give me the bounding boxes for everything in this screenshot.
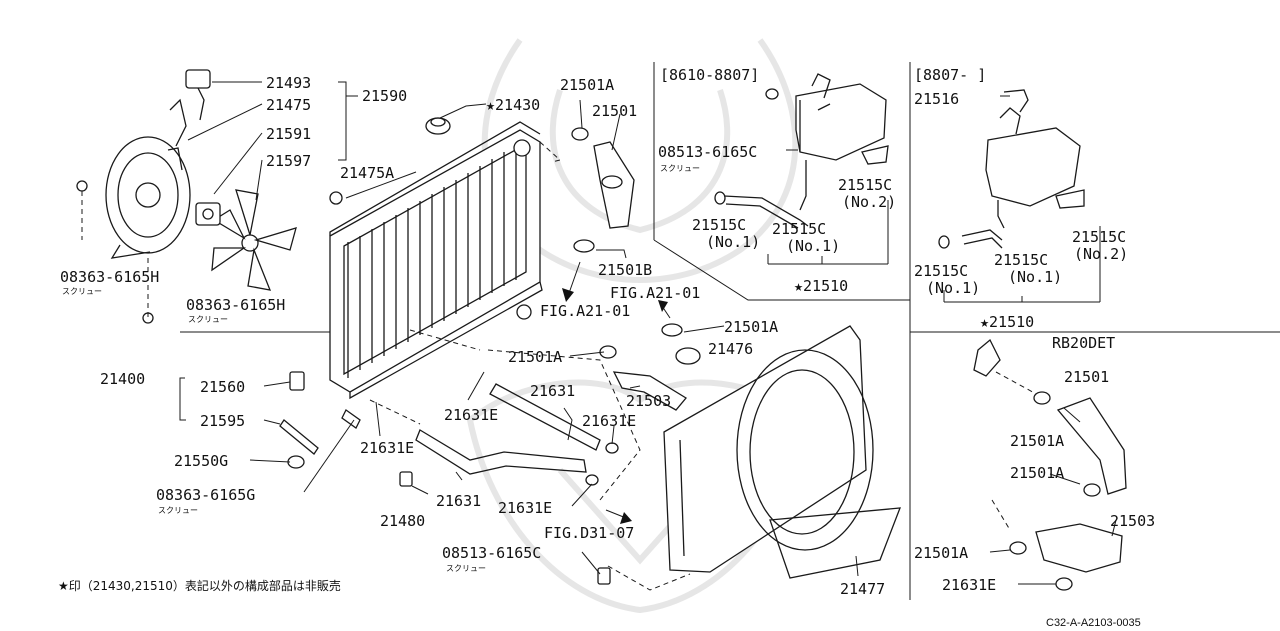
label-21516: 21516	[914, 90, 959, 108]
label-21501A-mid-r: 21501A	[724, 318, 778, 336]
diagram-code: C32-A-A2103-0035	[1046, 617, 1141, 629]
label-21501A-top: 21501A	[560, 76, 614, 94]
label-fig-d31: FIG.D31-07	[544, 524, 634, 542]
radiator-core	[329, 117, 543, 400]
label-08513-a: 08513-6165C	[658, 143, 757, 161]
label-21430: ★21430	[486, 96, 540, 114]
label-21510-b: ★21510	[980, 313, 1034, 331]
label-screw-a: スクリュー	[660, 164, 700, 173]
label-no1-d: (No.1)	[926, 279, 980, 297]
label-08513-b: 08513-6165C	[442, 544, 541, 562]
label-21480: 21480	[380, 512, 425, 530]
label-no2-a: (No.2)	[842, 193, 896, 211]
label-21501A-r1: 21501A	[1010, 432, 1064, 450]
label-21515C-no2-a: 21515C	[838, 176, 892, 194]
label-21560: 21560	[200, 378, 245, 396]
footnote: ★印（21430,21510）表記以外の構成部品は非販売	[58, 578, 341, 593]
label-screw-c: スクリュー	[188, 315, 228, 324]
label-rb20det: RB20DET	[1052, 334, 1115, 352]
label-21591: 21591	[266, 125, 311, 143]
label-fig-a21-a: FIG.A21-01	[610, 284, 700, 302]
upper-hose	[539, 99, 635, 259]
label-21476: 21476	[708, 340, 753, 358]
label-21477: 21477	[840, 580, 885, 598]
label-21501A-mid-l: 21501A	[508, 348, 562, 366]
panel-frame	[653, 62, 1280, 600]
label-21493: 21493	[266, 74, 311, 92]
label-08363H-b: 08363-6165H	[186, 296, 285, 314]
label-21631E-r: 21631E	[942, 576, 996, 594]
label-21631-mid: 21631	[530, 382, 575, 400]
label-no1-c: (No.1)	[1008, 268, 1062, 286]
label-08363H-a: 08363-6165H	[60, 268, 159, 286]
label-21515C-no1-b: 21515C	[772, 220, 826, 238]
label-range-2: [8807- ]	[914, 66, 986, 84]
lower-hose	[279, 323, 701, 591]
label-21631E-b: 21631E	[582, 412, 636, 430]
label-21590: 21590	[362, 87, 407, 105]
label-range-1: [8610-8807]	[660, 66, 759, 84]
rb20det-hose	[973, 338, 1127, 591]
label-21597: 21597	[266, 152, 311, 170]
label-21510-a: ★21510	[794, 277, 848, 295]
label-screw-e: スクリュー	[446, 564, 486, 573]
label-21550G: 21550G	[174, 452, 228, 470]
label-21503-mid: 21503	[626, 392, 671, 410]
label-21631E-d: 21631E	[498, 499, 552, 517]
label-21503-r: 21503	[1110, 512, 1155, 530]
label-21631E-a: 21631E	[444, 406, 498, 424]
label-no1-b: (No.1)	[786, 237, 840, 255]
leader-lines	[179, 95, 1117, 585]
fan-motor-assembly	[76, 69, 297, 324]
label-21595: 21595	[200, 412, 245, 430]
label-21501B: 21501B	[598, 261, 652, 279]
label-21515C-no2-b: 21515C	[1072, 228, 1126, 246]
label-21501-top: 21501	[592, 102, 637, 120]
label-21475: 21475	[266, 96, 311, 114]
label-21501A-r2: 21501A	[1010, 464, 1064, 482]
label-no2-b: (No.2)	[1074, 245, 1128, 263]
fan-shroud	[663, 325, 901, 579]
reservoir-tank-b	[938, 89, 1101, 303]
label-fig-a21-b: FIG.A21-01	[540, 302, 630, 320]
label-21501A-r3: 21501A	[914, 544, 968, 562]
label-21501-r: 21501	[1064, 368, 1109, 386]
label-21515C-no1-a: 21515C	[692, 216, 746, 234]
label-screw-b: スクリュー	[62, 287, 102, 296]
label-08363G: 08363-6165G	[156, 486, 255, 504]
label-21515C-no1-d: 21515C	[914, 262, 968, 280]
reservoir-tank-a	[714, 73, 889, 265]
label-21400: 21400	[100, 370, 145, 388]
label-21631-low: 21631	[436, 492, 481, 510]
label-no1-a: (No.1)	[706, 233, 760, 251]
label-screw-d: スクリュー	[158, 506, 198, 515]
label-21631E-c: 21631E	[360, 439, 414, 457]
label-21515C-no1-c: 21515C	[994, 251, 1048, 269]
label-21475A: 21475A	[340, 164, 394, 182]
